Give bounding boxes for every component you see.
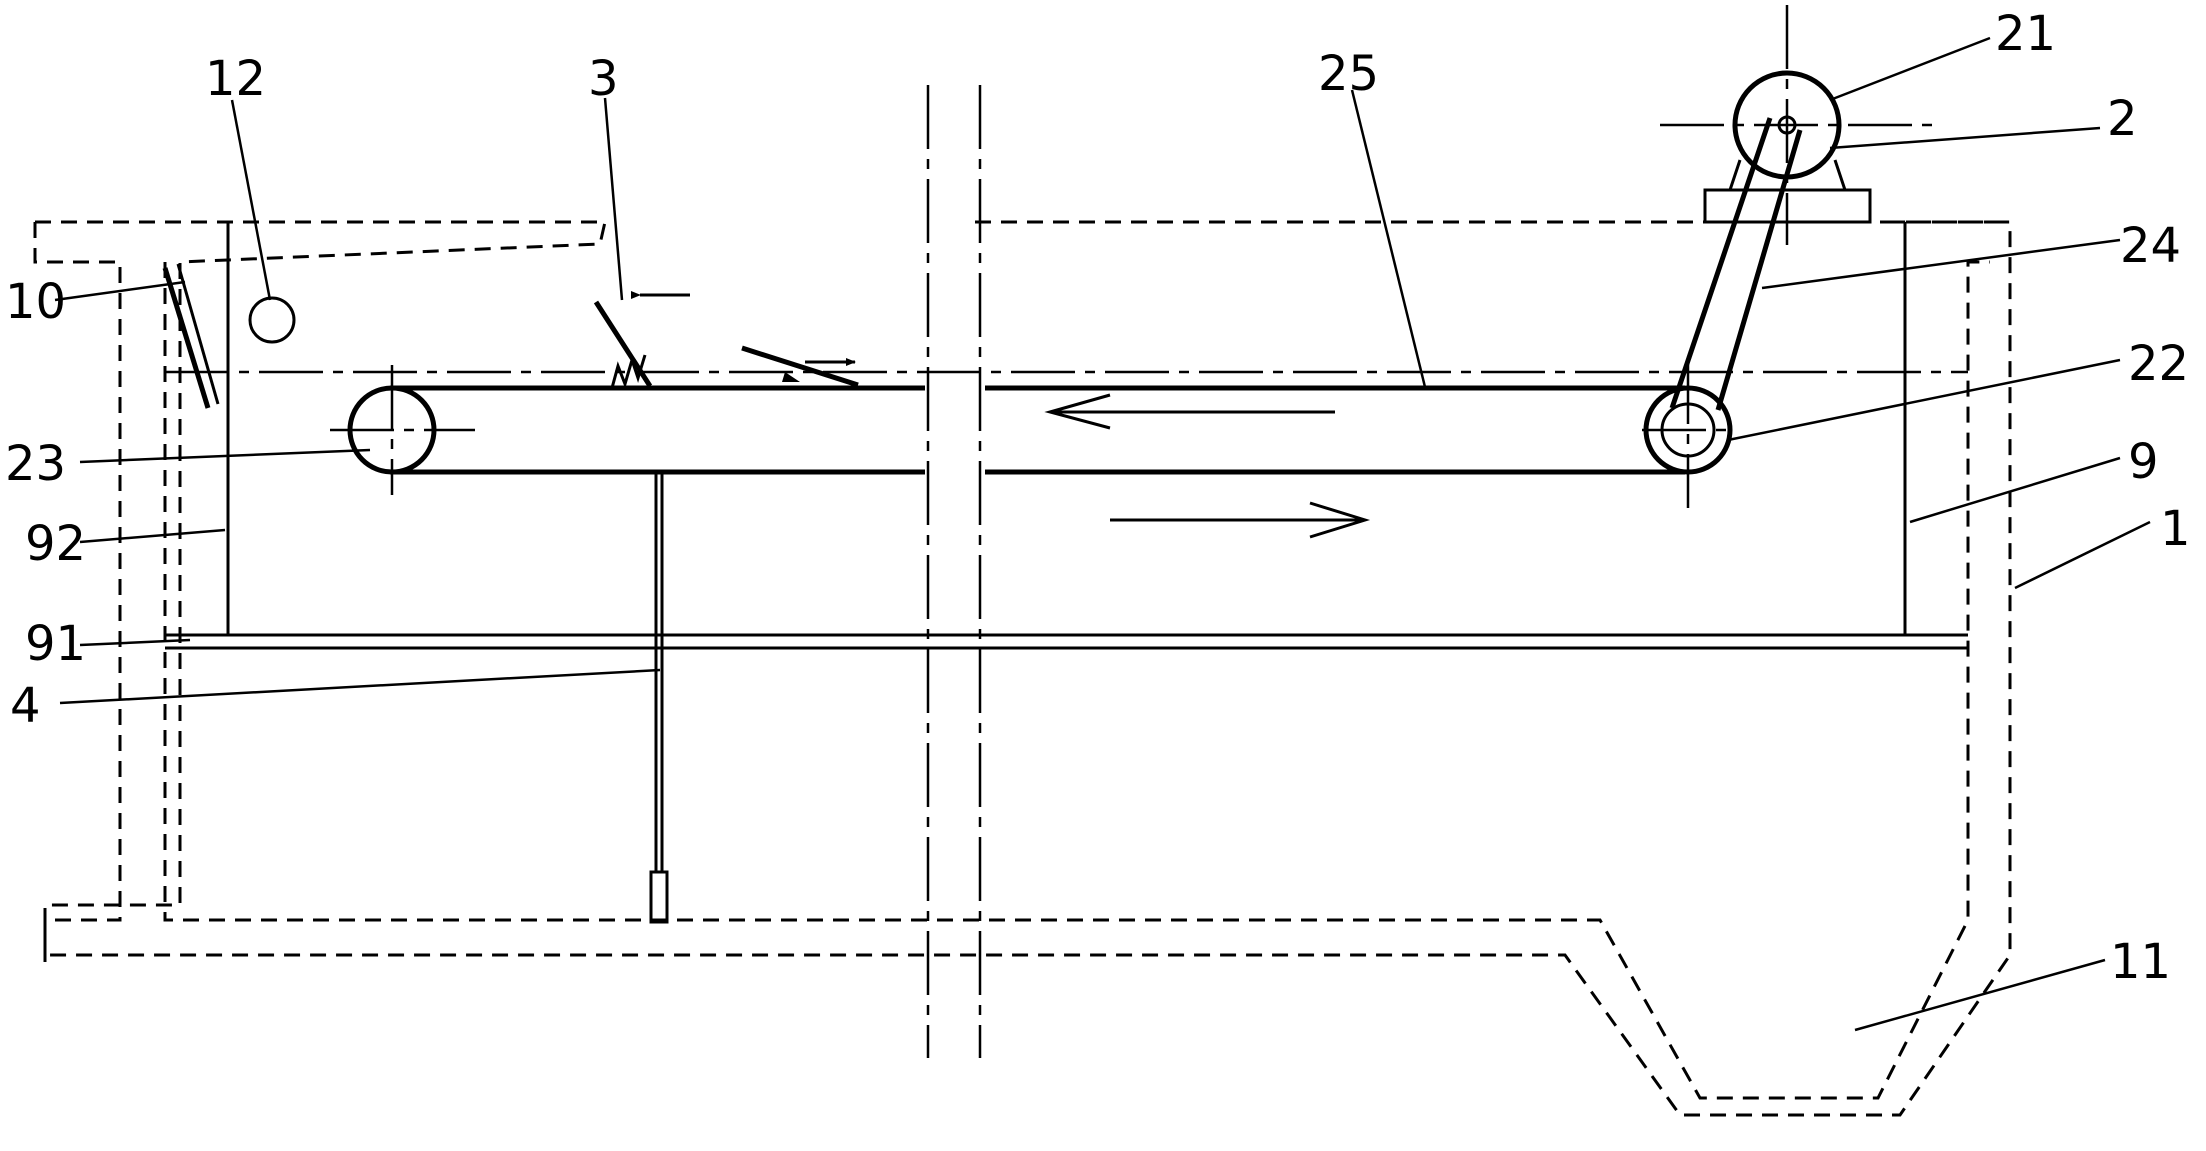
label-91: 91 bbox=[25, 616, 86, 672]
label-3: 3 bbox=[588, 51, 619, 107]
crank-arm bbox=[1669, 117, 1803, 411]
plate-91 bbox=[165, 633, 1968, 650]
label-11: 11 bbox=[2110, 934, 2171, 990]
label-2: 2 bbox=[2107, 91, 2138, 147]
label-1: 1 bbox=[2160, 501, 2191, 557]
motor bbox=[1660, 5, 1935, 245]
label-4: 4 bbox=[10, 678, 41, 734]
housing-outline bbox=[33, 220, 2012, 1117]
label-10: 10 bbox=[5, 274, 66, 330]
scraper-blade-second bbox=[741, 345, 859, 388]
leader-lines bbox=[54, 36, 2151, 1032]
labels: 12 3 25 21 2 24 10 22 23 9 92 1 91 4 11 bbox=[5, 6, 2191, 990]
nozzle-12 bbox=[248, 296, 296, 344]
label-92: 92 bbox=[25, 516, 86, 572]
scraper-blade-3 bbox=[593, 291, 690, 389]
direction-arrow-left bbox=[1044, 393, 1335, 430]
label-12: 12 bbox=[205, 51, 266, 107]
right-roller bbox=[1642, 360, 1735, 508]
direction-arrow-right bbox=[1110, 501, 1371, 539]
rod-4 bbox=[649, 472, 669, 924]
left-roller bbox=[330, 365, 475, 495]
label-22: 22 bbox=[2128, 336, 2189, 392]
conveyor-belt bbox=[390, 385, 1685, 475]
label-24: 24 bbox=[2120, 218, 2181, 274]
label-25: 25 bbox=[1318, 46, 1379, 102]
break-centerlines bbox=[926, 85, 982, 1058]
label-9: 9 bbox=[2128, 434, 2159, 490]
motor-base bbox=[1703, 159, 1872, 224]
scraper-10 bbox=[162, 263, 220, 409]
label-21: 21 bbox=[1995, 6, 2056, 62]
label-23: 23 bbox=[5, 436, 66, 492]
